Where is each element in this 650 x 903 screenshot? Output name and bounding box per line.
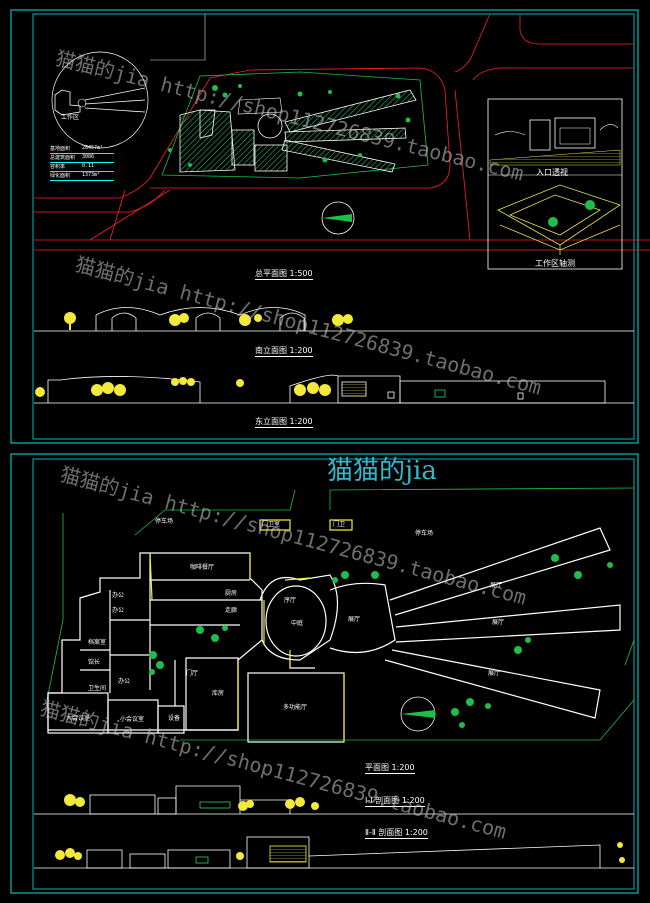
- perspective-box: [487, 98, 623, 270]
- room-label: 停车场: [415, 530, 434, 537]
- site-buildings: [179, 89, 417, 173]
- room-label: 大会议室: [66, 715, 91, 722]
- room-label: 门卫: [333, 521, 346, 528]
- east-trees: [35, 377, 331, 397]
- key-plan-label: 工作区: [61, 114, 80, 121]
- plan-site-boundary: [46, 487, 635, 741]
- plan-yellow-walls: [149, 519, 353, 742]
- room-label: 咖啡餐厅: [190, 564, 215, 571]
- east-elevation-title: 东立面图 1:200: [255, 417, 313, 428]
- north-arrow-1: [321, 201, 355, 235]
- section-1-trees: [64, 794, 319, 811]
- north-arrow-2: [400, 696, 436, 732]
- section-1: [34, 785, 634, 815]
- floor-plan: [47, 527, 621, 743]
- room-label: 展厅: [488, 670, 501, 677]
- south-trees: [64, 312, 353, 330]
- room-label: 多功能厅: [283, 704, 308, 711]
- site-road-white: [150, 14, 206, 61]
- room-label: 办公: [112, 592, 125, 599]
- room-label: 设备: [168, 715, 181, 722]
- section-2-title: Ⅱ-Ⅱ 剖面图 1:200: [365, 828, 428, 839]
- room-label: 门厅: [186, 670, 199, 677]
- room-label: 展厅: [348, 616, 361, 623]
- key-plan: [51, 51, 149, 149]
- south-elevation-title: 南立面图 1:200: [255, 346, 313, 357]
- sheet2-inner-frame: [32, 458, 635, 890]
- room-label: 展厅: [492, 619, 505, 626]
- sheet1-inner-frame: [32, 13, 635, 440]
- site-boundary: [161, 71, 429, 179]
- entrance-view-label: 入口透视: [536, 168, 568, 177]
- plan-title: 平面图 1:200: [365, 763, 415, 774]
- section-2-trees: [55, 842, 625, 863]
- site-trees: [168, 84, 411, 167]
- room-label: 门卫室: [262, 521, 281, 528]
- room-label: 中庭: [291, 620, 304, 627]
- section-2: [34, 836, 634, 869]
- room-label: 卫生间: [88, 685, 107, 692]
- room-label: 厨房: [225, 590, 238, 597]
- room-label: 停车场: [155, 518, 174, 525]
- room-label: 小会议室: [120, 716, 145, 723]
- sheet2-frame: [10, 453, 639, 894]
- plan-trees: [149, 554, 613, 728]
- room-label: 序厅: [284, 597, 297, 604]
- section-1-title: I-I 剖面图 1:200: [365, 796, 425, 807]
- south-elevation: [34, 307, 634, 332]
- site-roads: [34, 13, 650, 251]
- watermark-logo: 猫猫的jia: [327, 456, 437, 486]
- room-label: 展厅: [490, 582, 503, 589]
- room-label: 库房: [212, 690, 225, 697]
- room-label: 档案室: [88, 639, 107, 646]
- room-label: 办公: [112, 607, 125, 614]
- room-label: 办公: [118, 678, 131, 685]
- site-plan-title: 总平面图 1:500: [255, 269, 313, 280]
- room-label: 走廊: [225, 607, 238, 614]
- room-label: 馆长: [88, 659, 101, 666]
- work-area-axon-label: 工作区轴测: [535, 259, 575, 268]
- sheet1-frame: [10, 9, 639, 444]
